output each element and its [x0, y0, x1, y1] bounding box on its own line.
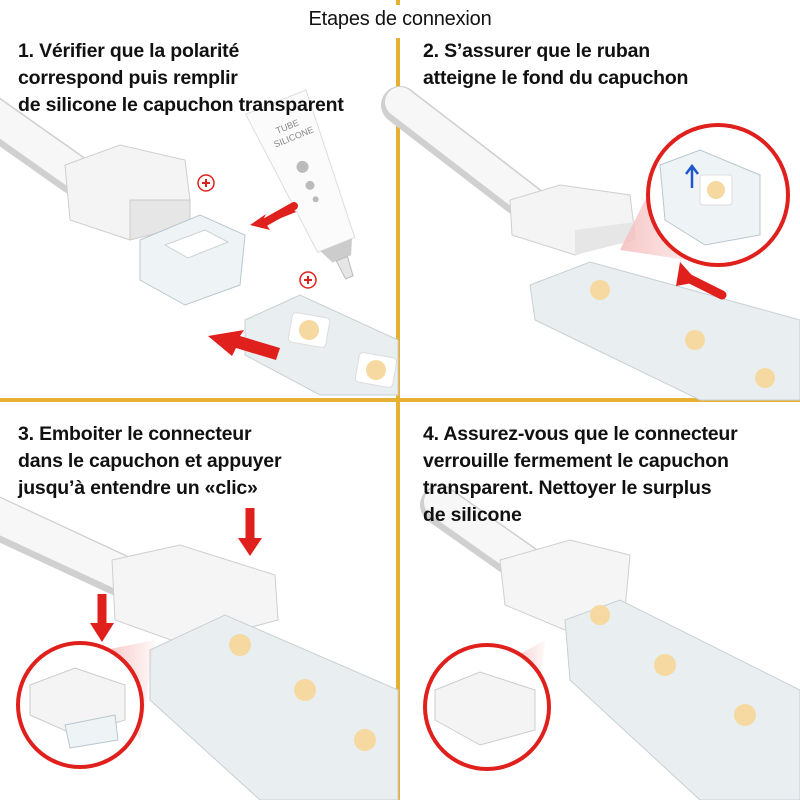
step-text-line: dans le capuchon et appuyer — [18, 450, 282, 472]
step-4-text: 4. Assurez-vous que le connecteur verrou… — [423, 421, 738, 529]
magnifier — [16, 641, 144, 769]
led-strip — [149, 614, 399, 800]
step-2-illustration — [381, 86, 800, 401]
arrow-icon — [685, 163, 699, 188]
magnifier — [646, 123, 790, 267]
step-text-line: atteigne le fond du capuchon — [423, 67, 689, 89]
step-1-text: 1. Vérifier que la polarité correspond p… — [18, 38, 344, 119]
magnifier — [423, 643, 551, 771]
step-text-line: verrouille fermement le capuchon — [423, 450, 729, 472]
step-3-text: 3. Emboiter le connecteur dans le capuch… — [18, 421, 282, 502]
step-1-illustration: TUBE SILICONE — [0, 89, 399, 396]
silicone-tube: TUBE SILICONE — [245, 89, 356, 280]
step-text-line: de silicone — [423, 504, 522, 526]
arrow-icon — [258, 202, 298, 228]
step-text-line: jusqu’à entendre un «clic» — [18, 477, 258, 499]
step-text-line: 1. Vérifier que la polarité — [18, 40, 240, 62]
led-strip — [564, 599, 800, 800]
step-text-line: 3. Emboiter le connecteur — [18, 423, 252, 445]
plus-icon — [299, 271, 317, 289]
plus-icon — [197, 174, 215, 192]
arrow-icon — [208, 330, 280, 360]
step-text-line: 2. S’assurer que le ruban — [423, 40, 650, 62]
step-text-line: 4. Assurez-vous que le connecteur — [423, 423, 738, 445]
step-text-line: de silicone le capuchon transparent — [18, 94, 344, 116]
step-4-illustration — [420, 485, 800, 800]
step-3-illustration — [0, 496, 399, 800]
step-text-line: transparent. Nettoyer le surplus — [423, 477, 712, 499]
page-title: Etapes de connexion — [308, 8, 492, 30]
step-text-line: correspond puis remplir — [18, 67, 238, 89]
step-2-text: 2. S’assurer que le ruban atteigne le fo… — [423, 38, 688, 92]
